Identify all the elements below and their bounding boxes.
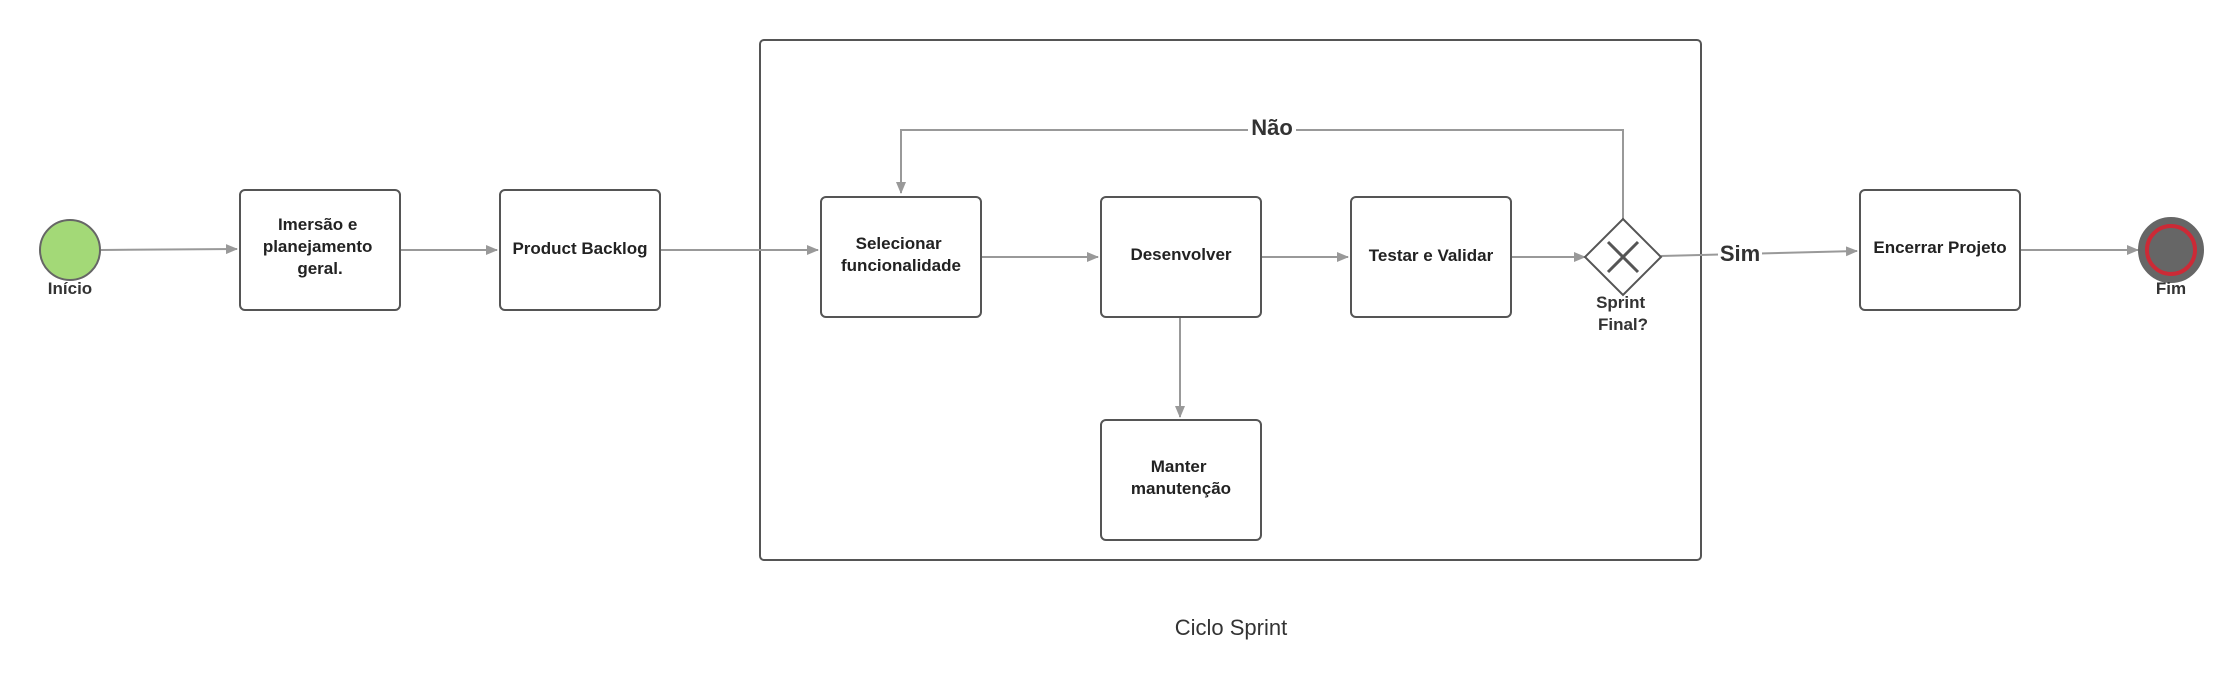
end-event-label: Fim xyxy=(2156,279,2186,298)
gateway-label: Sprint Final? xyxy=(1596,293,1650,334)
task-product-backlog-line-1: Product Backlog xyxy=(512,239,647,258)
task-encerrar-label: Encerrar Projeto xyxy=(1873,238,2006,257)
task-selecionar-line-1: Selecionar xyxy=(856,234,942,253)
task-imersao-line-3: geral. xyxy=(297,259,342,278)
gateway-label-line-2: Final? xyxy=(1598,315,1648,334)
task-testar-line-1: Testar e Validar xyxy=(1369,246,1494,265)
task-selecionar xyxy=(820,196,982,318)
gateway-label-line-1: Sprint xyxy=(1596,293,1645,312)
yes-label-bg xyxy=(1718,240,1762,270)
task-encerrar-line-1: Encerrar Projeto xyxy=(1873,238,2006,257)
task-desenvolver-line-1: Desenvolver xyxy=(1130,245,1231,264)
task-imersao xyxy=(239,189,401,311)
end-event-ring xyxy=(2145,224,2197,276)
task-selecionar-line-2: funcionalidade xyxy=(841,256,961,275)
start-event-label: Início xyxy=(48,279,92,298)
edge-start-to-imersao xyxy=(100,244,238,255)
x-icon xyxy=(1606,240,1640,274)
task-manter xyxy=(1100,419,1262,541)
start-event-circle xyxy=(39,219,101,281)
task-manter-label: Manter manutenção xyxy=(1131,457,1231,498)
edge-label-nao: Não xyxy=(1251,115,1293,140)
task-selecionar-label: Selecionar funcionalidade xyxy=(841,234,961,275)
task-imersao-line-2: planejamento xyxy=(263,237,373,256)
task-desenvolver-label: Desenvolver xyxy=(1130,245,1231,264)
task-testar xyxy=(1350,196,1512,318)
task-product-backlog-label: Product Backlog xyxy=(512,239,647,258)
task-encerrar xyxy=(1859,189,2021,311)
edge-label-sim: Sim xyxy=(1720,241,1760,266)
no-label-bg xyxy=(1248,114,1296,144)
task-manter-line-1: Manter xyxy=(1151,457,1207,476)
group-caption: Ciclo Sprint xyxy=(1175,615,1287,640)
task-manter-line-2: manutenção xyxy=(1131,479,1231,498)
task-imersao-label: Imersão e planejamento geral. xyxy=(263,215,377,278)
task-testar-label: Testar e Validar xyxy=(1369,246,1494,265)
task-desenvolver xyxy=(1100,196,1262,318)
task-imersao-line-1: Imersão e xyxy=(278,215,357,234)
task-product-backlog xyxy=(499,189,661,311)
